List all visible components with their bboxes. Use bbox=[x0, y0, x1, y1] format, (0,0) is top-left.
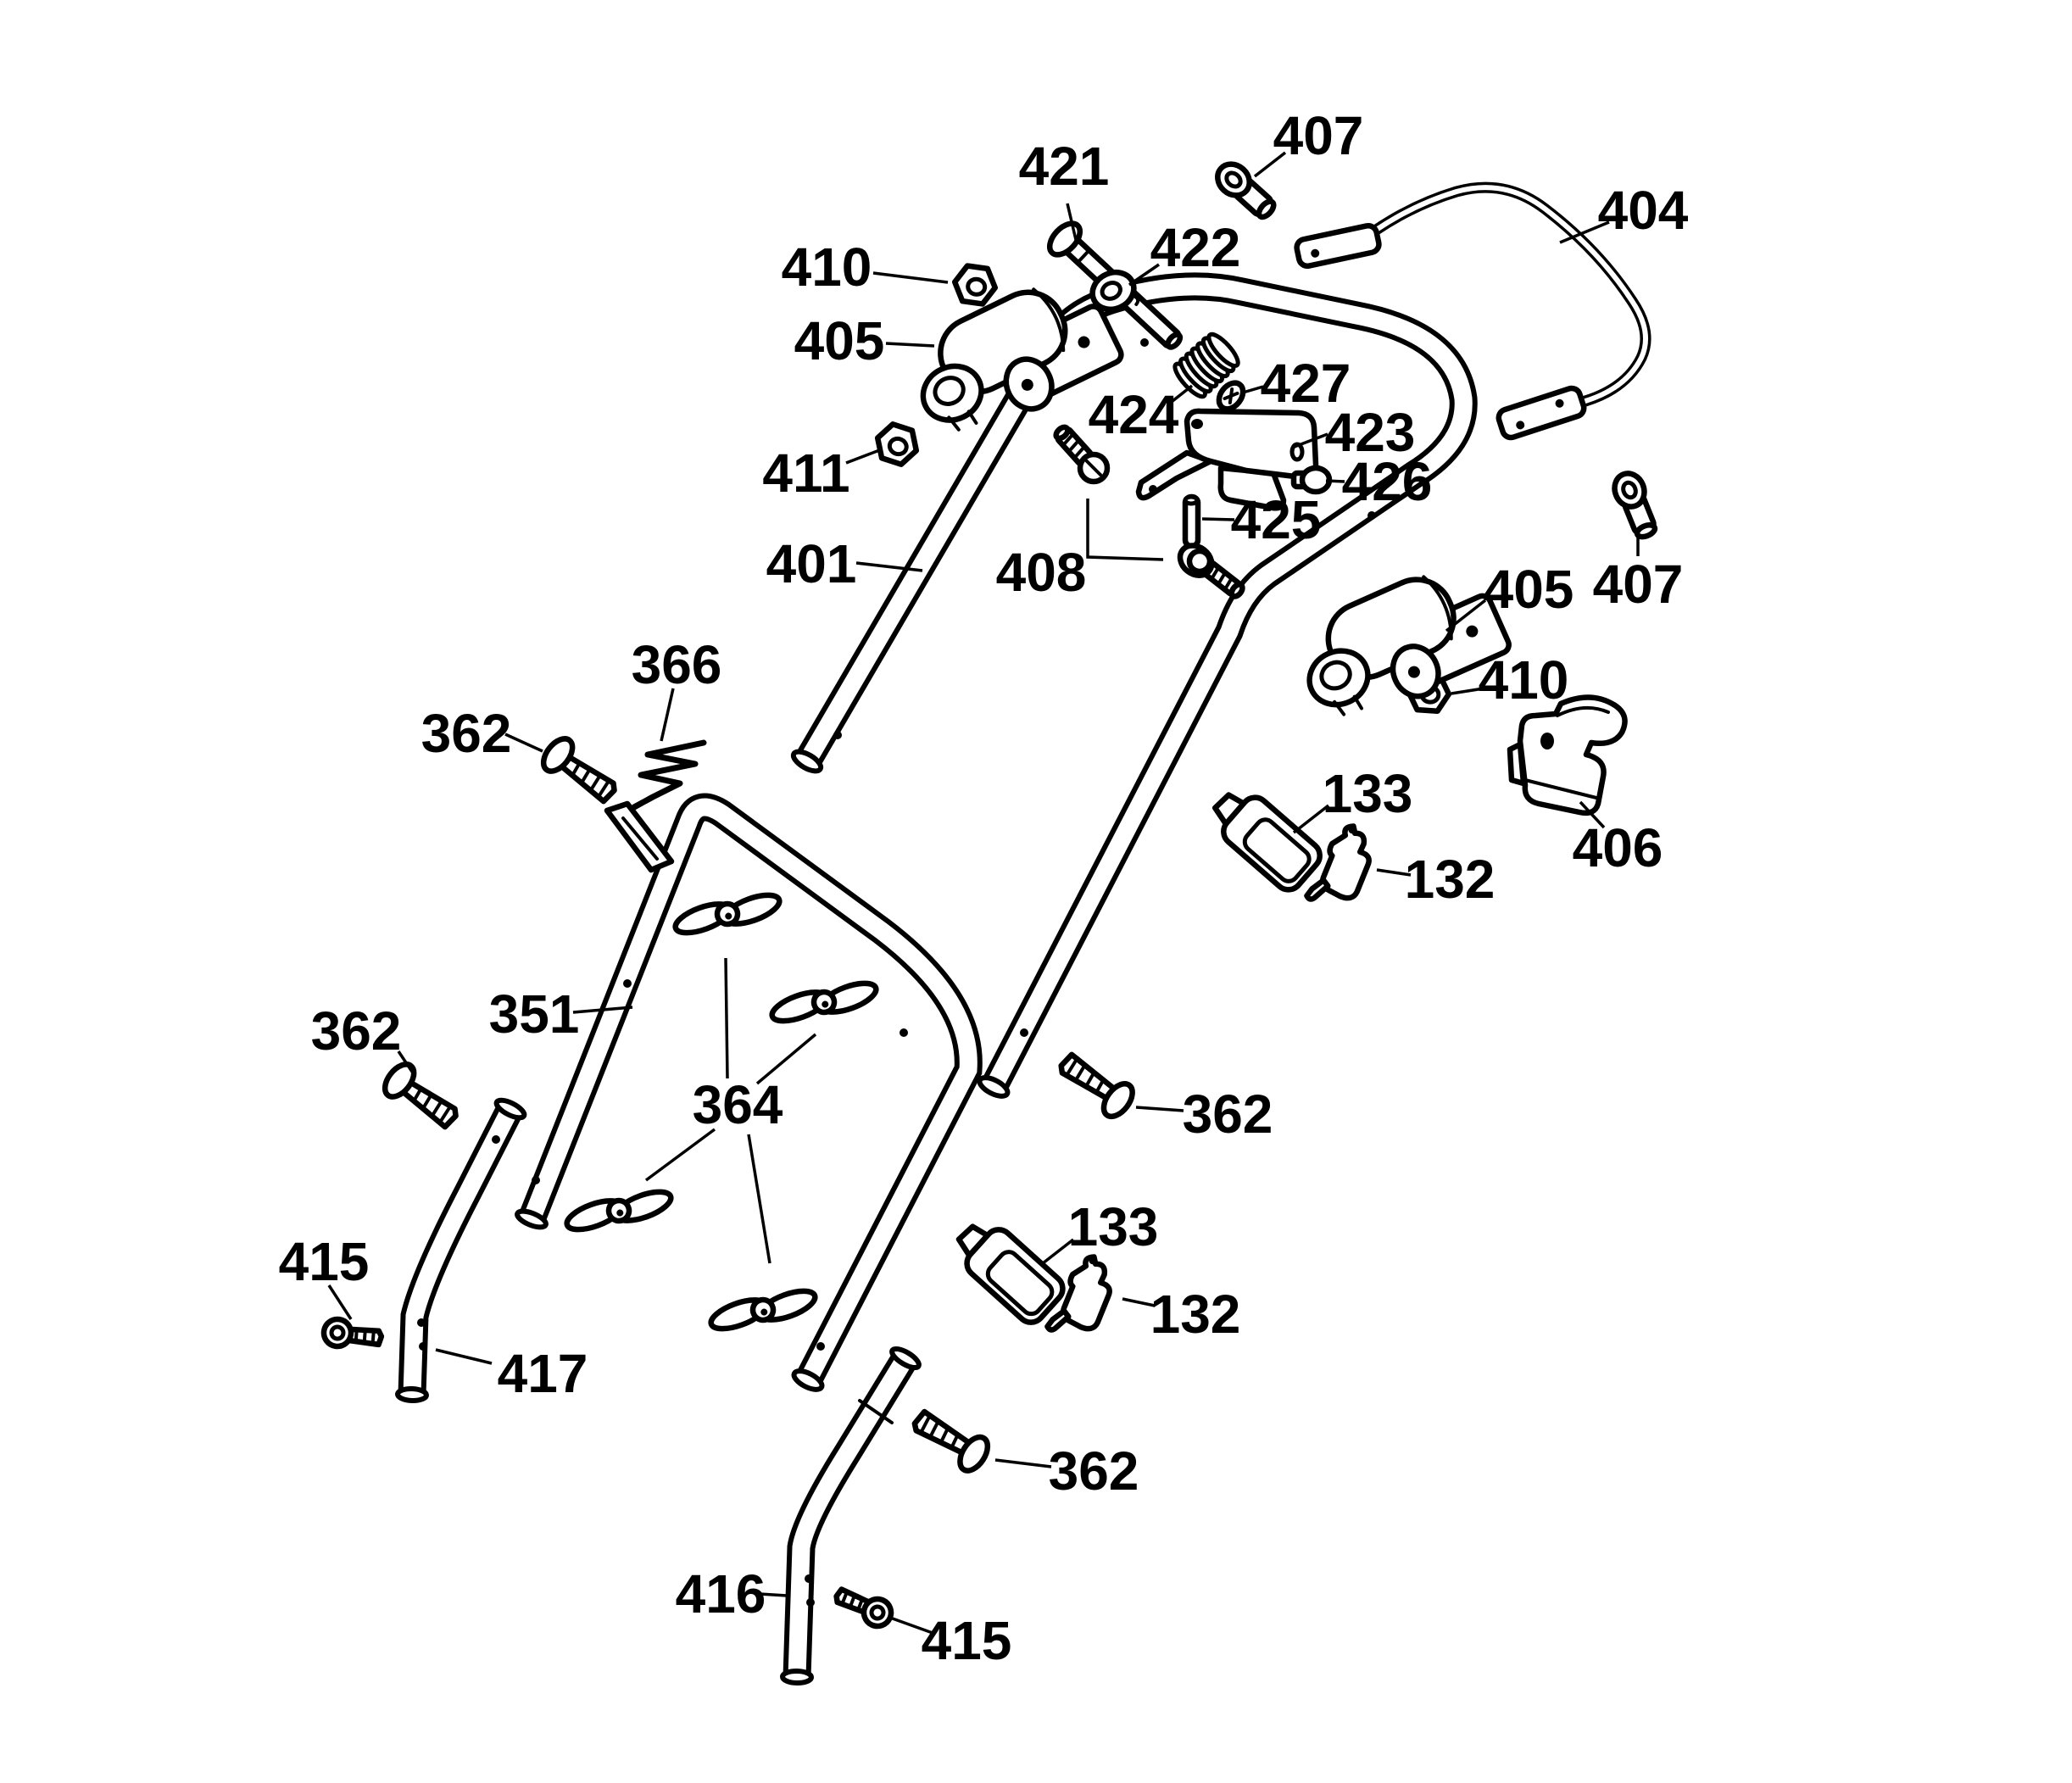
cable-clip-366 bbox=[604, 739, 707, 873]
tube-end bbox=[780, 1668, 814, 1686]
part-label-366: 366 bbox=[632, 634, 722, 695]
screw-415-left bbox=[322, 1318, 383, 1352]
push-cap-426 bbox=[1290, 465, 1333, 495]
part-label-415-bottom: 415 bbox=[922, 1610, 1012, 1671]
screw-362-top-left bbox=[537, 733, 621, 811]
part-label-422: 422 bbox=[1150, 217, 1241, 278]
bracket-423 bbox=[1135, 408, 1319, 511]
lower-handle-tube-351 bbox=[515, 793, 983, 1392]
handle-lower-tube-416 bbox=[780, 1346, 922, 1686]
part-label-362-mid-right: 362 bbox=[1183, 1084, 1273, 1145]
leader-lines bbox=[327, 151, 1640, 1635]
lever-grip-406 bbox=[1507, 694, 1628, 816]
part-label-133-upper: 133 bbox=[1323, 763, 1413, 824]
part-label-411: 411 bbox=[762, 443, 849, 504]
grommet-133-lower bbox=[948, 1212, 1068, 1328]
wing-knob-364-c bbox=[558, 1158, 680, 1263]
screw-362-mid-left bbox=[379, 1059, 463, 1136]
part-label-417: 417 bbox=[498, 1343, 588, 1404]
part-label-425: 425 bbox=[1231, 489, 1322, 550]
part-label-407-right: 407 bbox=[1593, 554, 1684, 615]
tube-end bbox=[889, 1346, 922, 1371]
part-label-401: 401 bbox=[766, 533, 857, 594]
part-label-364: 364 bbox=[693, 1074, 783, 1135]
part-label-362-mid-left: 362 bbox=[311, 1000, 402, 1061]
part-label-410-left: 410 bbox=[782, 237, 872, 298]
wing-knob-364-b bbox=[763, 950, 885, 1055]
tube-end bbox=[515, 1208, 549, 1230]
part-label-132-lower: 132 bbox=[1150, 1284, 1241, 1345]
part-label-362-bottom: 362 bbox=[1049, 1440, 1139, 1502]
hex-nut-410-left bbox=[952, 265, 997, 305]
part-label-351: 351 bbox=[489, 983, 580, 1045]
part-label-407-top: 407 bbox=[1273, 105, 1364, 166]
lock-washer-427 bbox=[1216, 380, 1246, 412]
part-label-416: 416 bbox=[676, 1563, 766, 1624]
screw-408-upper bbox=[1053, 424, 1111, 485]
part-label-133-lower: 133 bbox=[1068, 1196, 1159, 1257]
screw-415-bottom bbox=[832, 1582, 895, 1631]
part-label-424: 424 bbox=[1089, 384, 1179, 445]
spring-424 bbox=[1172, 332, 1240, 399]
part-label-423: 423 bbox=[1325, 402, 1416, 463]
part-label-404: 404 bbox=[1598, 180, 1689, 241]
part-label-415-left: 415 bbox=[279, 1231, 370, 1292]
part-label-405-right: 405 bbox=[1484, 559, 1574, 620]
cable-rod-404 bbox=[1294, 181, 1651, 441]
part-label-426: 426 bbox=[1342, 451, 1433, 512]
part-label-406: 406 bbox=[1573, 817, 1663, 878]
part-label-427: 427 bbox=[1261, 353, 1351, 414]
grommet-133-upper bbox=[1204, 780, 1325, 895]
part-label-410-right: 410 bbox=[1479, 649, 1569, 710]
flange-nut-411 bbox=[872, 421, 922, 468]
part-label-132-upper: 132 bbox=[1405, 849, 1496, 910]
tube-end bbox=[791, 1368, 825, 1392]
wing-knob-364-a bbox=[666, 861, 788, 967]
part-label-408: 408 bbox=[996, 542, 1087, 603]
part-label-405-left: 405 bbox=[794, 310, 885, 371]
part-label-362-top-left: 362 bbox=[421, 703, 512, 764]
handle-lower-tube-417 bbox=[395, 1097, 527, 1404]
tube-end bbox=[395, 1385, 429, 1404]
tube-end bbox=[790, 749, 824, 774]
clevis-pin-425 bbox=[1182, 493, 1201, 549]
screw-408-lower bbox=[1177, 543, 1245, 599]
part-label-421: 421 bbox=[1019, 136, 1110, 197]
wing-knob-364-d bbox=[702, 1257, 824, 1362]
part-labels: 421 407 404 410 405 422 424 427 423 426 … bbox=[279, 105, 1689, 1671]
tube-end bbox=[493, 1097, 527, 1121]
shoulder-screw-407-top bbox=[1211, 158, 1280, 223]
shoulder-screw-407-right bbox=[1610, 469, 1662, 541]
screw-362-bottom bbox=[908, 1402, 993, 1475]
screw-362-mid-right bbox=[1054, 1045, 1138, 1122]
tube-end bbox=[977, 1075, 1011, 1099]
